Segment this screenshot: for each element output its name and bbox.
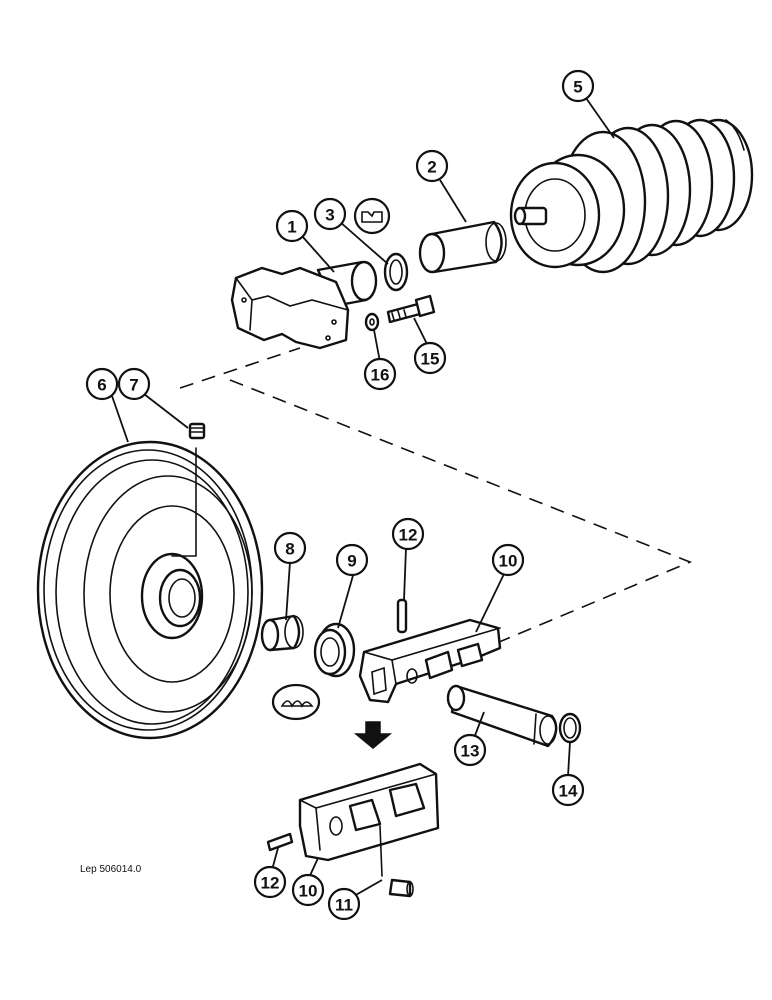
callout-11-label: 11 bbox=[335, 896, 353, 915]
callout-2: 2 bbox=[415, 149, 449, 183]
callout-16: 16 bbox=[363, 357, 397, 391]
callout-1-label: 1 bbox=[287, 218, 296, 237]
callout-8-label: 8 bbox=[285, 540, 294, 559]
part-16-washer bbox=[364, 312, 380, 332]
callout-12-lower-label: 12 bbox=[261, 874, 280, 893]
part-9-seal bbox=[313, 622, 356, 678]
reference-code: Lep 506014.0 bbox=[80, 864, 142, 875]
callout-10-lower-label: 10 bbox=[299, 882, 318, 901]
part-10-yoke-upper bbox=[358, 618, 502, 704]
callout-16-label: 16 bbox=[371, 366, 390, 385]
callout-12-lower: 12 bbox=[253, 865, 287, 899]
callout-5: 5 bbox=[561, 69, 595, 103]
callout-3: 3 bbox=[313, 197, 347, 231]
callout-13-label: 13 bbox=[461, 742, 480, 761]
callout-15: 15 bbox=[413, 341, 447, 375]
part-11-pin bbox=[388, 878, 414, 898]
callout-7-label: 7 bbox=[129, 376, 138, 395]
callout-2-label: 2 bbox=[427, 158, 436, 177]
callout-5-label: 5 bbox=[573, 78, 582, 97]
part-8-bushing bbox=[260, 614, 304, 652]
part-13-pin bbox=[446, 684, 558, 748]
grease-symbol bbox=[271, 683, 321, 721]
part-14-ring bbox=[558, 712, 582, 744]
part-1-bracket bbox=[230, 260, 378, 350]
part-5-roller bbox=[509, 118, 754, 274]
callout-1: 1 bbox=[275, 209, 309, 243]
sealant-symbol bbox=[353, 197, 391, 235]
part-7-plug bbox=[188, 422, 206, 440]
callout-10-upper-label: 10 bbox=[499, 552, 518, 571]
part-15-bolt bbox=[386, 294, 436, 324]
callout-10-upper: 10 bbox=[491, 543, 525, 577]
callout-6: 6 bbox=[85, 367, 119, 401]
callout-7: 7 bbox=[117, 367, 151, 401]
callout-11: 11 bbox=[327, 887, 361, 921]
part-3-o-ring bbox=[383, 252, 409, 292]
part-12-pin-lower bbox=[266, 832, 294, 852]
callout-14-label: 14 bbox=[559, 782, 578, 801]
callout-3-label: 3 bbox=[325, 206, 334, 225]
callout-12-upper: 12 bbox=[391, 517, 425, 551]
part-6-idler-wheel bbox=[36, 440, 264, 740]
callout-6-label: 6 bbox=[97, 376, 106, 395]
callout-9: 9 bbox=[335, 543, 369, 577]
alternative-arrow-icon bbox=[353, 721, 393, 749]
part-10-yoke-lower bbox=[298, 762, 440, 877]
part-2-pin bbox=[418, 220, 507, 274]
leader-lines bbox=[111, 97, 615, 897]
callout-13: 13 bbox=[453, 733, 487, 767]
callout-14: 14 bbox=[551, 773, 585, 807]
callout-10-lower: 10 bbox=[291, 873, 325, 907]
callout-15-label: 15 bbox=[421, 350, 440, 369]
callout-8: 8 bbox=[273, 531, 307, 565]
callout-12-upper-label: 12 bbox=[399, 526, 418, 545]
callout-9-label: 9 bbox=[347, 552, 356, 571]
part-12-pin-upper bbox=[396, 598, 408, 634]
assembly-guide-lines bbox=[179, 347, 693, 651]
